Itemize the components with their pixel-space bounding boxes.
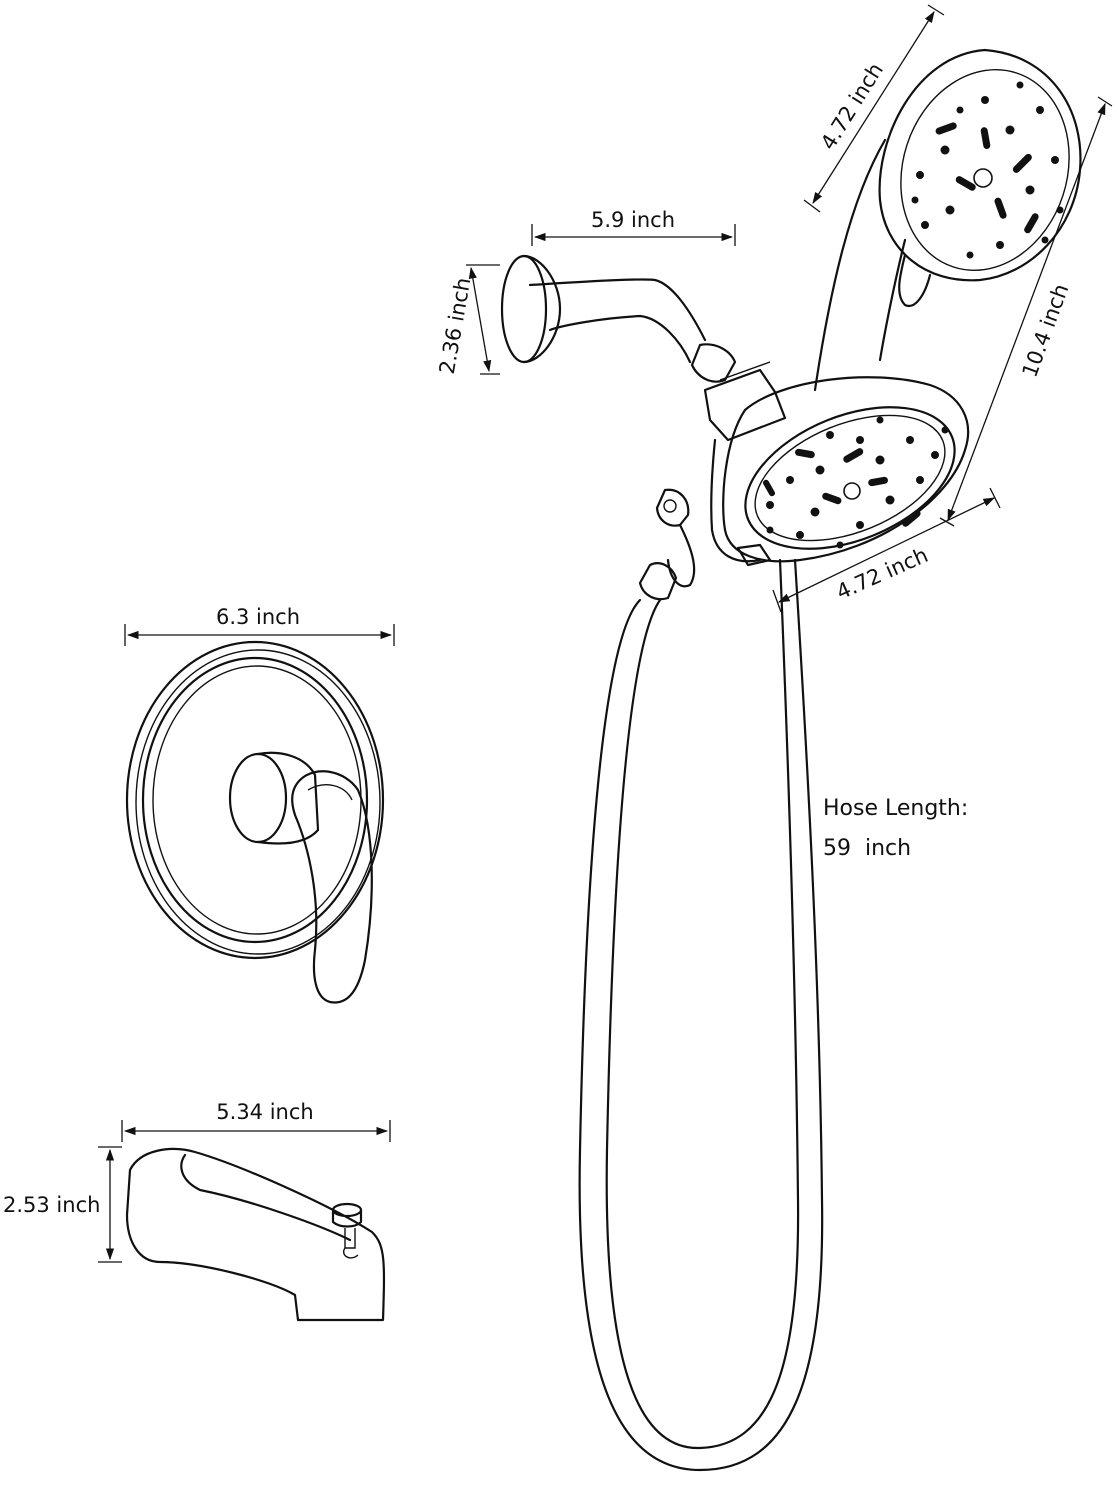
fixed-head-nozzles [763,416,949,549]
dimension-lines [98,4,1113,1263]
handheld-diameter-label: 4.72 inch [816,59,888,154]
spout-height-label: 2.53 inch [3,1193,100,1217]
shower-arm-drawing [500,254,787,563]
hose-length-title: Hose Length: [823,796,968,821]
spout-length-label: 5.34 inch [216,1100,313,1124]
shower-arm-length-label: 5.9 inch [591,208,675,232]
hose-length-value: 59 inch [823,836,911,861]
valve-trim-drawing [125,640,385,1004]
handheld-head-nozzles [911,81,1064,259]
valve-trim-diameter-label: 6.3 inch [216,605,300,629]
overall-height-label: 10.4 inch [1017,281,1073,381]
hose-drawing [578,558,824,1472]
tub-spout-drawing [125,1148,386,1322]
flange-diameter-label: 2.36 inch [435,276,476,376]
